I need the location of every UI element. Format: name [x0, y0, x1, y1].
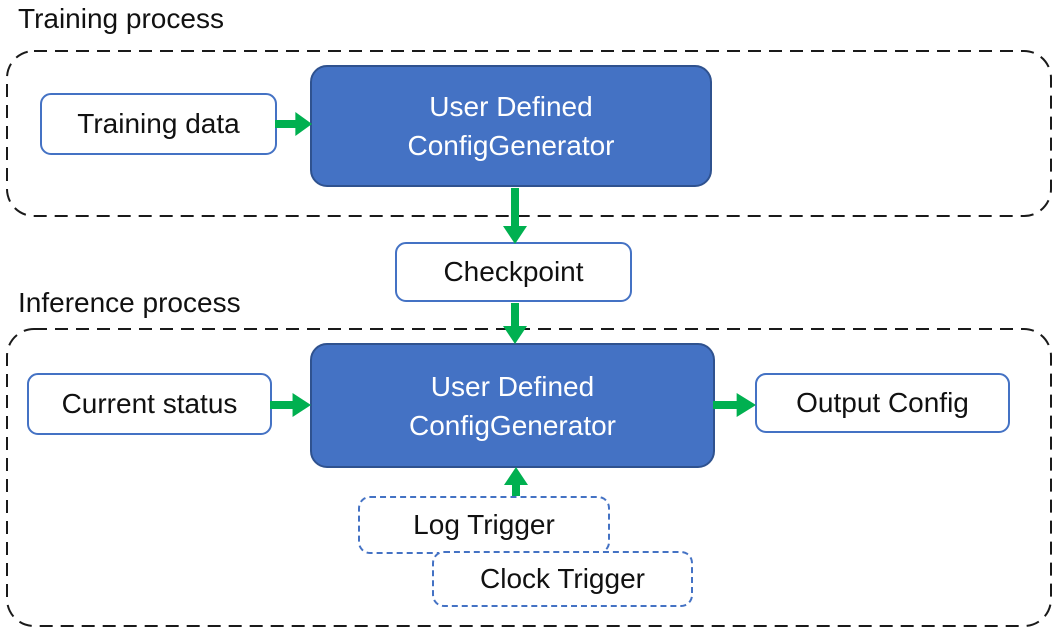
training-process-container	[6, 50, 1052, 217]
arrow-currentstatus-to-generator	[270, 393, 311, 417]
clock-trigger-box: Clock Trigger	[432, 551, 693, 607]
inference-generator-line1: User Defined	[430, 370, 595, 402]
arrow-generator-to-checkpoint	[503, 188, 527, 244]
training-config-generator-box: User Defined ConfigGenerator	[310, 65, 712, 187]
current-status-box: Current status	[27, 373, 272, 435]
training-process-label: Training process	[18, 3, 224, 34]
training-data-box: Training data	[40, 93, 277, 155]
inference-config-generator-box: User Defined ConfigGenerator	[310, 343, 715, 468]
output-config-box: Output Config	[755, 373, 1010, 433]
arrow-generator-to-outputconfig	[713, 393, 756, 417]
arrow-trainingdata-to-generator	[275, 112, 312, 136]
checkpoint-box: Checkpoint	[395, 242, 632, 302]
inference-process-label: Inference process	[18, 287, 241, 318]
inference-process-container	[6, 328, 1052, 627]
arrow-triggers-to-generator	[504, 467, 528, 498]
training-generator-line1: User Defined	[429, 91, 593, 122]
arrow-checkpoint-to-inference-generator	[503, 303, 527, 344]
inference-generator-line2: ConfigGenerator	[408, 409, 616, 441]
log-trigger-box: Log Trigger	[358, 496, 610, 554]
training-generator-line2: ConfigGenerator	[407, 130, 615, 161]
